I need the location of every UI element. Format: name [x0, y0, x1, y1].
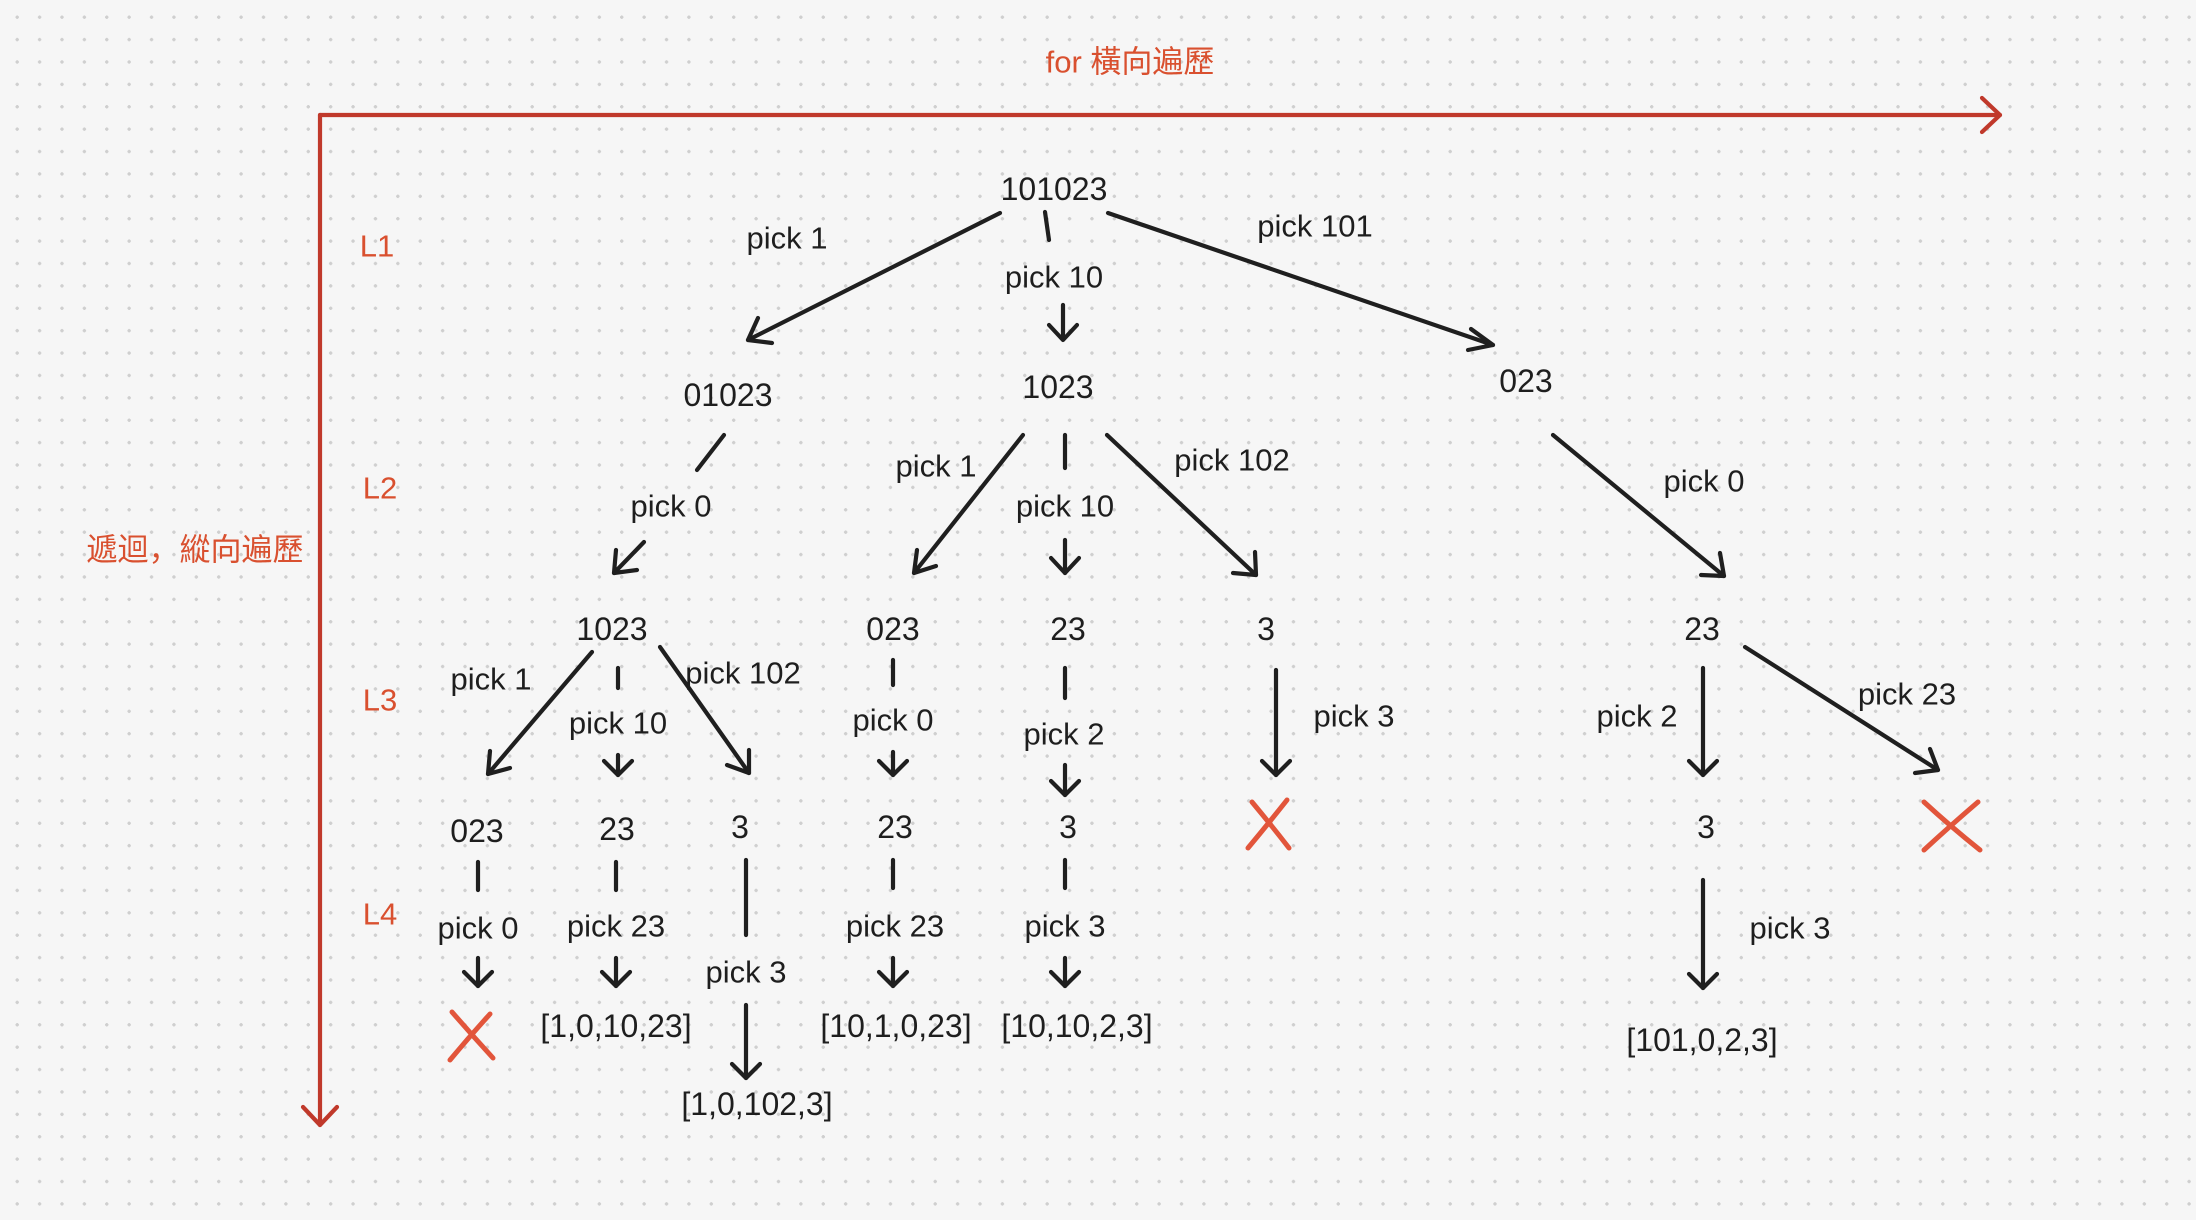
edge-a-a1-upper: [694, 432, 727, 473]
edge-a1-a1c: [657, 644, 752, 776]
edge-b-b1: [911, 432, 1026, 576]
edge-label-c1a-res: pick 3: [1749, 910, 1831, 946]
node-b3: 3: [1257, 611, 1275, 647]
edge-label-a1-a1c: pick 102: [685, 655, 801, 691]
level-label-l1: L1: [359, 228, 395, 264]
edge-label-b2-b2a: pick 2: [1023, 716, 1105, 752]
edge-label-c-c1: pick 0: [1663, 463, 1745, 499]
node-b1: 023: [866, 611, 920, 647]
edge-a1-a1a: [485, 649, 595, 777]
node-c1a: 3: [1697, 809, 1715, 845]
edge-label-a1a-res: pick 0: [437, 910, 519, 946]
node-c: 023: [1499, 363, 1553, 399]
invalid-cross-c1b: [1921, 799, 1983, 853]
edge-label-root-c: pick 101: [1257, 208, 1373, 244]
edge-b3-res: [1259, 667, 1293, 778]
node-c1: 23: [1684, 611, 1720, 647]
vertical-axis-label: 遞迴，縱向遍歷: [86, 532, 304, 568]
result-b1a: [10,1,0,23]: [820, 1008, 972, 1044]
edge-b1-b1a-lower: [876, 749, 910, 778]
node-b2: 23: [1050, 611, 1086, 647]
edge-a1-a1b-lower: [601, 752, 635, 778]
edge-a1b-res-lower: [599, 955, 633, 989]
edge-c1-c1a: [1686, 665, 1720, 778]
invalid-cross-a1a: [447, 1009, 496, 1063]
node-a1a: 023: [450, 813, 504, 849]
edge-label-a1-a1b: pick 10: [568, 705, 668, 741]
edge-label-a1-a1a: pick 1: [450, 661, 532, 697]
edge-root-c: [1105, 210, 1496, 353]
edge-b-b2-lower: [1048, 537, 1082, 576]
edge-label-a-a1: pick 0: [630, 488, 712, 524]
edge-label-c1-c1a: pick 2: [1596, 698, 1678, 734]
result-b2a: [10,10,2,3]: [1001, 1008, 1153, 1044]
node-b: 1023: [1022, 369, 1094, 405]
result-a1b: [1,0,10,23]: [540, 1008, 692, 1044]
result-c1a: [101,0,2,3]: [1626, 1022, 1778, 1058]
edge-b2-b2a-lower: [1048, 762, 1082, 798]
node-a1c: 3: [731, 809, 749, 845]
edge-b-b3: [1104, 432, 1259, 578]
vertical-axis-arrowhead: [300, 1104, 340, 1128]
node-root: 101023: [1000, 171, 1108, 207]
edge-label-c1-c1b: pick 23: [1857, 676, 1957, 712]
edge-root-b-upper: [1042, 209, 1052, 243]
node-a1b: 23: [599, 811, 635, 847]
result-a1c: [1,0,102,3]: [681, 1086, 833, 1122]
edge-label-a1b-res: pick 23: [566, 908, 666, 944]
edge-root-b-lower: [1046, 302, 1080, 343]
node-b1a: 23: [877, 809, 913, 845]
edge-b1a-res-lower: [876, 955, 910, 989]
node-a1: 1023: [576, 611, 648, 647]
level-label-l2: L2: [362, 470, 398, 506]
edge-a1a-res-lower: [461, 955, 495, 989]
edge-label-b-b2: pick 10: [1015, 488, 1115, 524]
level-label-l4: L4: [362, 896, 398, 932]
edge-a-a1-lower: [611, 539, 647, 576]
edge-c-c1: [1550, 432, 1727, 579]
edge-label-b1-b1a: pick 0: [852, 702, 934, 738]
node-b2a: 3: [1059, 809, 1077, 845]
edge-root-a: [745, 210, 1003, 346]
horizontal-axis-arrowhead: [1979, 95, 2003, 135]
edge-c1a-res: [1686, 877, 1720, 991]
edge-label-root-b: pick 10: [1004, 259, 1104, 295]
edge-label-b3-res: pick 3: [1313, 698, 1395, 734]
invalid-cross-b3: [1245, 797, 1292, 851]
edge-label-b2a-res: pick 3: [1024, 908, 1106, 944]
edge-label-root-a: pick 1: [746, 220, 828, 256]
edge-label-b-b3: pick 102: [1174, 442, 1290, 478]
edge-label-b1a-res: pick 23: [845, 908, 945, 944]
horizontal-axis-label: for 橫向遍歷: [1045, 44, 1215, 80]
edge-label-a1c-res: pick 3: [705, 954, 787, 990]
edge-b2a-res-lower: [1048, 955, 1082, 989]
edge-c1-c1b: [1742, 644, 1941, 776]
node-a: 01023: [683, 377, 773, 413]
edge-label-b-b1: pick 1: [895, 448, 977, 484]
edge-a1c-res-lower: [729, 1002, 763, 1081]
level-label-l3: L3: [362, 682, 398, 718]
